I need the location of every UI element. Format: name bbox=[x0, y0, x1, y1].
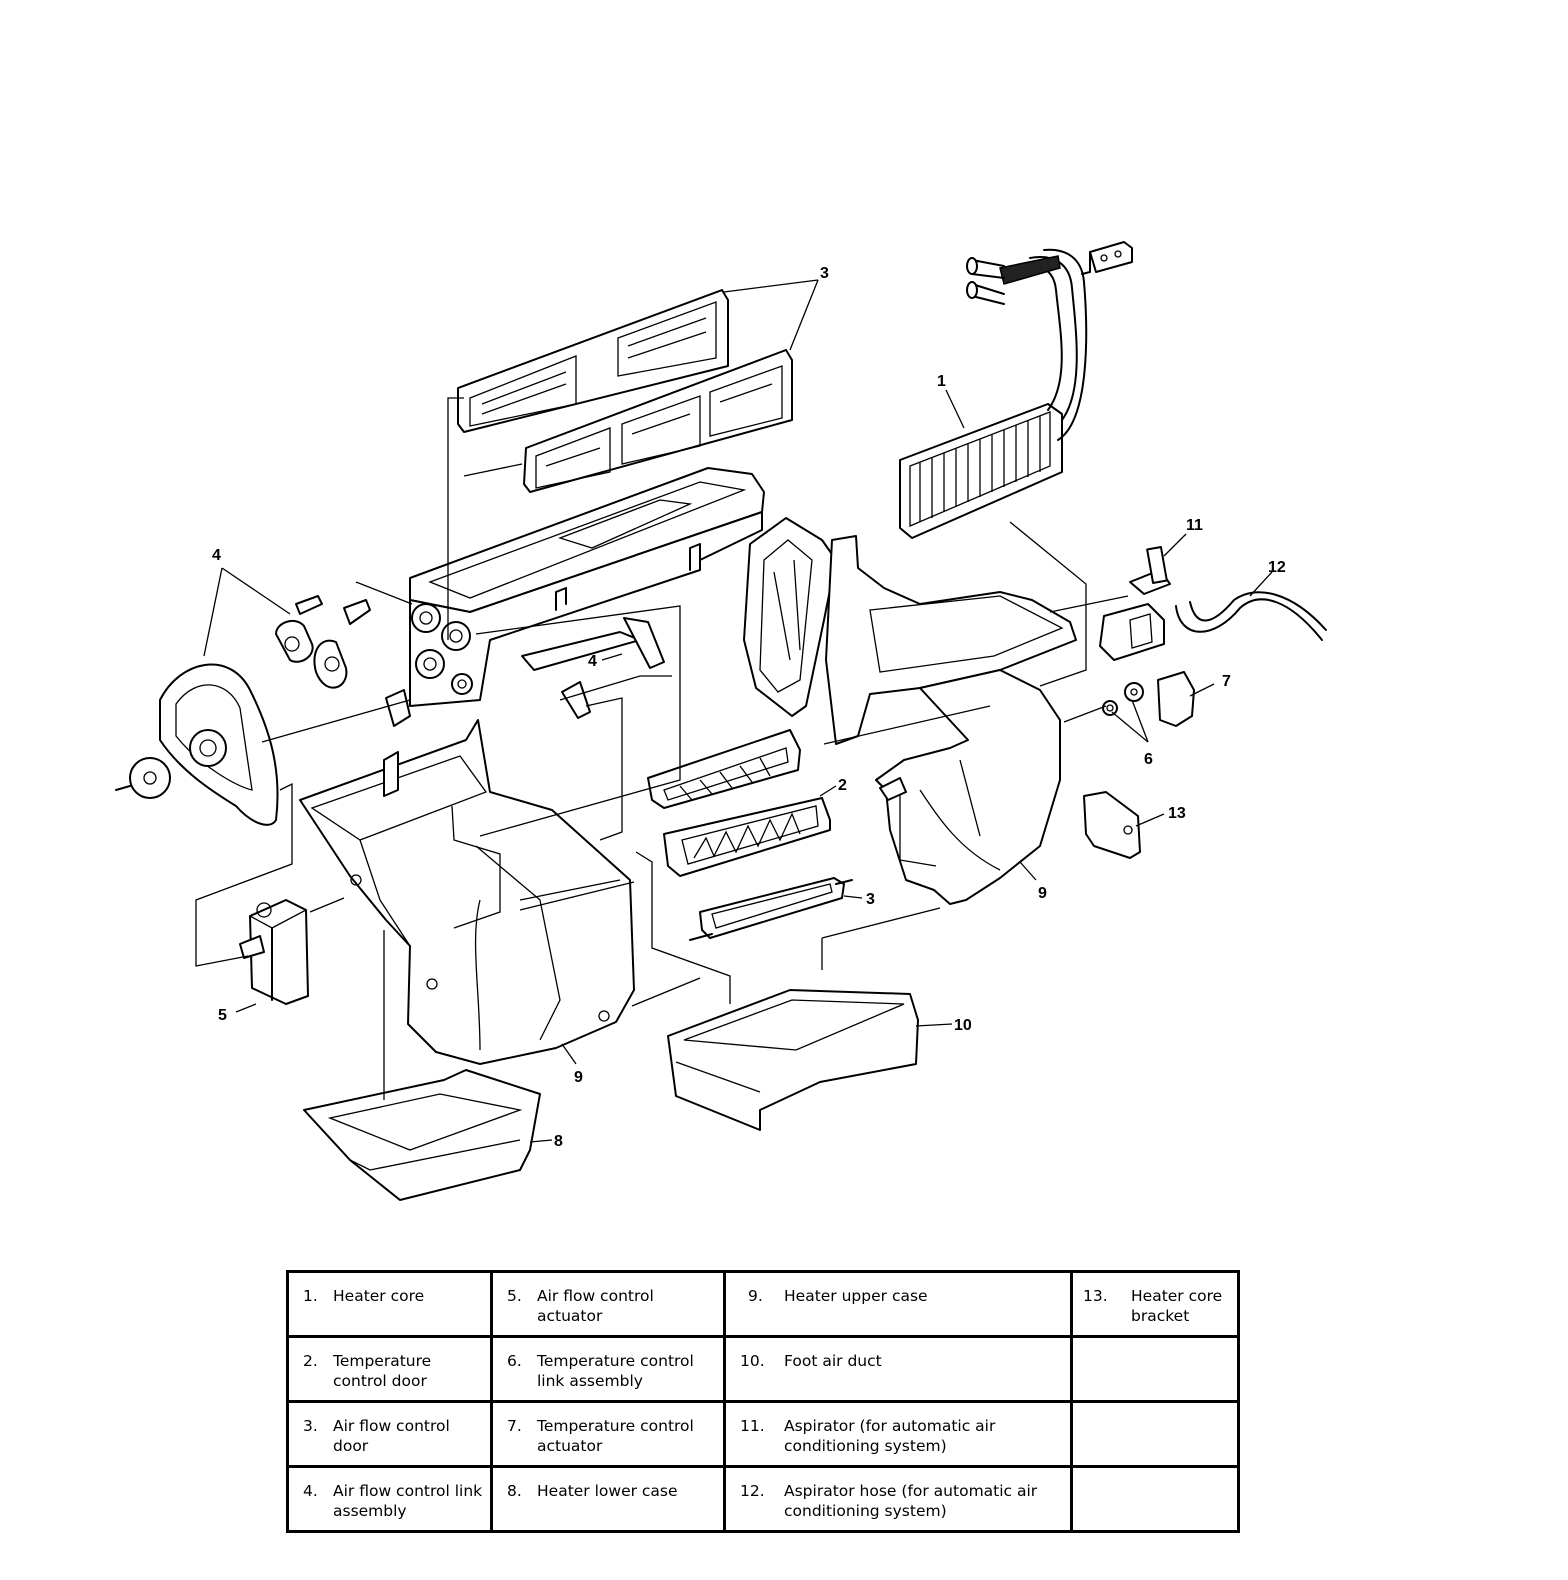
air-flow-control-actuator bbox=[239, 899, 309, 1005]
parts-legend-table: 1. Heater core 5. Air flow control actuato… bbox=[286, 1270, 1240, 1533]
legend-cell-empty bbox=[1070, 1400, 1240, 1468]
legend-number: 3. bbox=[303, 1417, 318, 1435]
legend-label: Heater lower case bbox=[537, 1482, 678, 1500]
heater-upper-case-right bbox=[825, 535, 1077, 905]
callout-2: 2 bbox=[838, 777, 847, 794]
legend-number: 11. bbox=[740, 1417, 765, 1435]
legend-number: 4. bbox=[303, 1482, 318, 1500]
legend-row: 1. Heater core 5. Air flow control actuato… bbox=[286, 1270, 1240, 1338]
legend-label: Aspirator (for automatic air conditionin… bbox=[784, 1417, 996, 1455]
temperature-control-door-frame bbox=[743, 517, 837, 717]
callout-12: 12 bbox=[1268, 559, 1286, 576]
legend-cell: 9. Heater upper case bbox=[723, 1270, 1073, 1338]
callout-8: 8 bbox=[554, 1133, 563, 1150]
callout-5: 5 bbox=[218, 1007, 227, 1024]
legend-label: Heater upper case bbox=[784, 1287, 928, 1305]
air-flow-control-door-grille-upper bbox=[457, 289, 729, 433]
temperature-control-door bbox=[647, 729, 831, 877]
legend-cell: 8. Heater lower case bbox=[490, 1465, 726, 1533]
heater-lower-case bbox=[303, 1069, 541, 1201]
legend-number: 13. bbox=[1083, 1287, 1108, 1305]
legend-label: Foot air duct bbox=[784, 1352, 882, 1370]
callout-13: 13 bbox=[1168, 805, 1186, 822]
legend-cell: 11. Aspirator (for automatic air conditio… bbox=[723, 1400, 1073, 1468]
legend-number: 2. bbox=[303, 1352, 318, 1370]
air-flow-control-door-lower bbox=[689, 877, 853, 941]
legend-number: 12. bbox=[740, 1482, 765, 1500]
legend-cell: 1. Heater core bbox=[286, 1270, 493, 1338]
legend-cell: 4. Air flow control link assembly bbox=[286, 1465, 493, 1533]
callout-leader-lines bbox=[203, 279, 1273, 1143]
air-flow-control-door-grille-lower bbox=[523, 349, 793, 493]
legend-row: 2. Temperature control door 6. Temperature… bbox=[286, 1335, 1240, 1403]
legend-cell: 2. Temperature control door bbox=[286, 1335, 493, 1403]
aspirator bbox=[1129, 546, 1171, 595]
air-flow-control-link-assembly bbox=[275, 595, 665, 727]
callout-4-left: 4 bbox=[212, 547, 221, 564]
legend-row: 3. Air flow control door 7. Temperature co… bbox=[286, 1400, 1240, 1468]
legend-cell: 12. Aspirator hose (for automatic air con… bbox=[723, 1465, 1073, 1533]
legend-row: 4. Air flow control link assembly 8. Heate… bbox=[286, 1465, 1240, 1533]
legend-number: 9. bbox=[748, 1287, 763, 1305]
legend-cell-empty bbox=[1070, 1335, 1240, 1403]
callout-6: 6 bbox=[1144, 751, 1153, 768]
foot-air-duct bbox=[667, 989, 919, 1131]
legend-cell: 5. Air flow control actuator bbox=[490, 1270, 726, 1338]
legend-cell: 10. Foot air duct bbox=[723, 1335, 1073, 1403]
legend-number: 10. bbox=[740, 1352, 765, 1370]
exploded-view-diagram: 1 2 3 3 4 4 5 6 7 8 9 9 10 11 12 13 bbox=[115, 241, 1327, 1201]
temperature-control-link-assembly bbox=[1102, 682, 1144, 716]
heater-upper-case-left bbox=[299, 719, 635, 1065]
legend-label: Temperature control actuator bbox=[537, 1417, 694, 1455]
blower-housing-left bbox=[115, 663, 279, 826]
heater-core bbox=[899, 248, 1088, 539]
legend-cell: 13. Heater core bracket bbox=[1070, 1270, 1240, 1338]
legend-number: 5. bbox=[507, 1287, 522, 1305]
callout-10: 10 bbox=[954, 1017, 972, 1034]
callout-numbers: 1 2 3 3 4 4 5 6 7 8 9 9 10 11 12 13 bbox=[212, 265, 1286, 1150]
legend-number: 8. bbox=[507, 1482, 522, 1500]
legend-label: Air flow control actuator bbox=[537, 1287, 654, 1325]
heater-core-pipe-bracket bbox=[1081, 241, 1133, 275]
legend-number: 7. bbox=[507, 1417, 522, 1435]
assembly-guide-lines bbox=[195, 397, 1129, 1100]
legend-number: 1. bbox=[303, 1287, 318, 1305]
legend-label: Heater core bracket bbox=[1131, 1287, 1223, 1325]
temperature-control-actuator bbox=[1157, 671, 1195, 727]
callout-1: 1 bbox=[937, 373, 946, 390]
legend-label: Aspirator hose (for automatic air condit… bbox=[784, 1482, 1038, 1520]
legend-cell-empty bbox=[1070, 1465, 1240, 1533]
legend-label: Air flow control door bbox=[333, 1417, 450, 1455]
callout-9-right: 9 bbox=[1038, 885, 1047, 902]
legend-label: Air flow control link assembly bbox=[333, 1482, 483, 1520]
callout-3-top: 3 bbox=[820, 265, 829, 282]
callout-3-lower: 3 bbox=[866, 891, 875, 908]
legend-cell: 6. Temperature control link assembly bbox=[490, 1335, 726, 1403]
callout-11: 11 bbox=[1186, 517, 1203, 534]
legend-number: 6. bbox=[507, 1352, 522, 1370]
legend-cell: 3. Air flow control door bbox=[286, 1400, 493, 1468]
aspirator-hose bbox=[1175, 591, 1327, 641]
heater-case-upper-outlet-housing bbox=[409, 467, 765, 707]
callout-7: 7 bbox=[1222, 673, 1231, 690]
aspirator-mount bbox=[1099, 603, 1165, 661]
heater-core-bracket bbox=[1083, 791, 1141, 859]
legend-label: Temperature control door bbox=[333, 1352, 432, 1390]
legend-cell: 7. Temperature control actuator bbox=[490, 1400, 726, 1468]
callout-9-left: 9 bbox=[574, 1069, 583, 1086]
legend-label: Temperature control link assembly bbox=[537, 1352, 694, 1390]
legend-label: Heater core bbox=[333, 1287, 425, 1305]
callout-4-center: 4 bbox=[588, 653, 597, 670]
